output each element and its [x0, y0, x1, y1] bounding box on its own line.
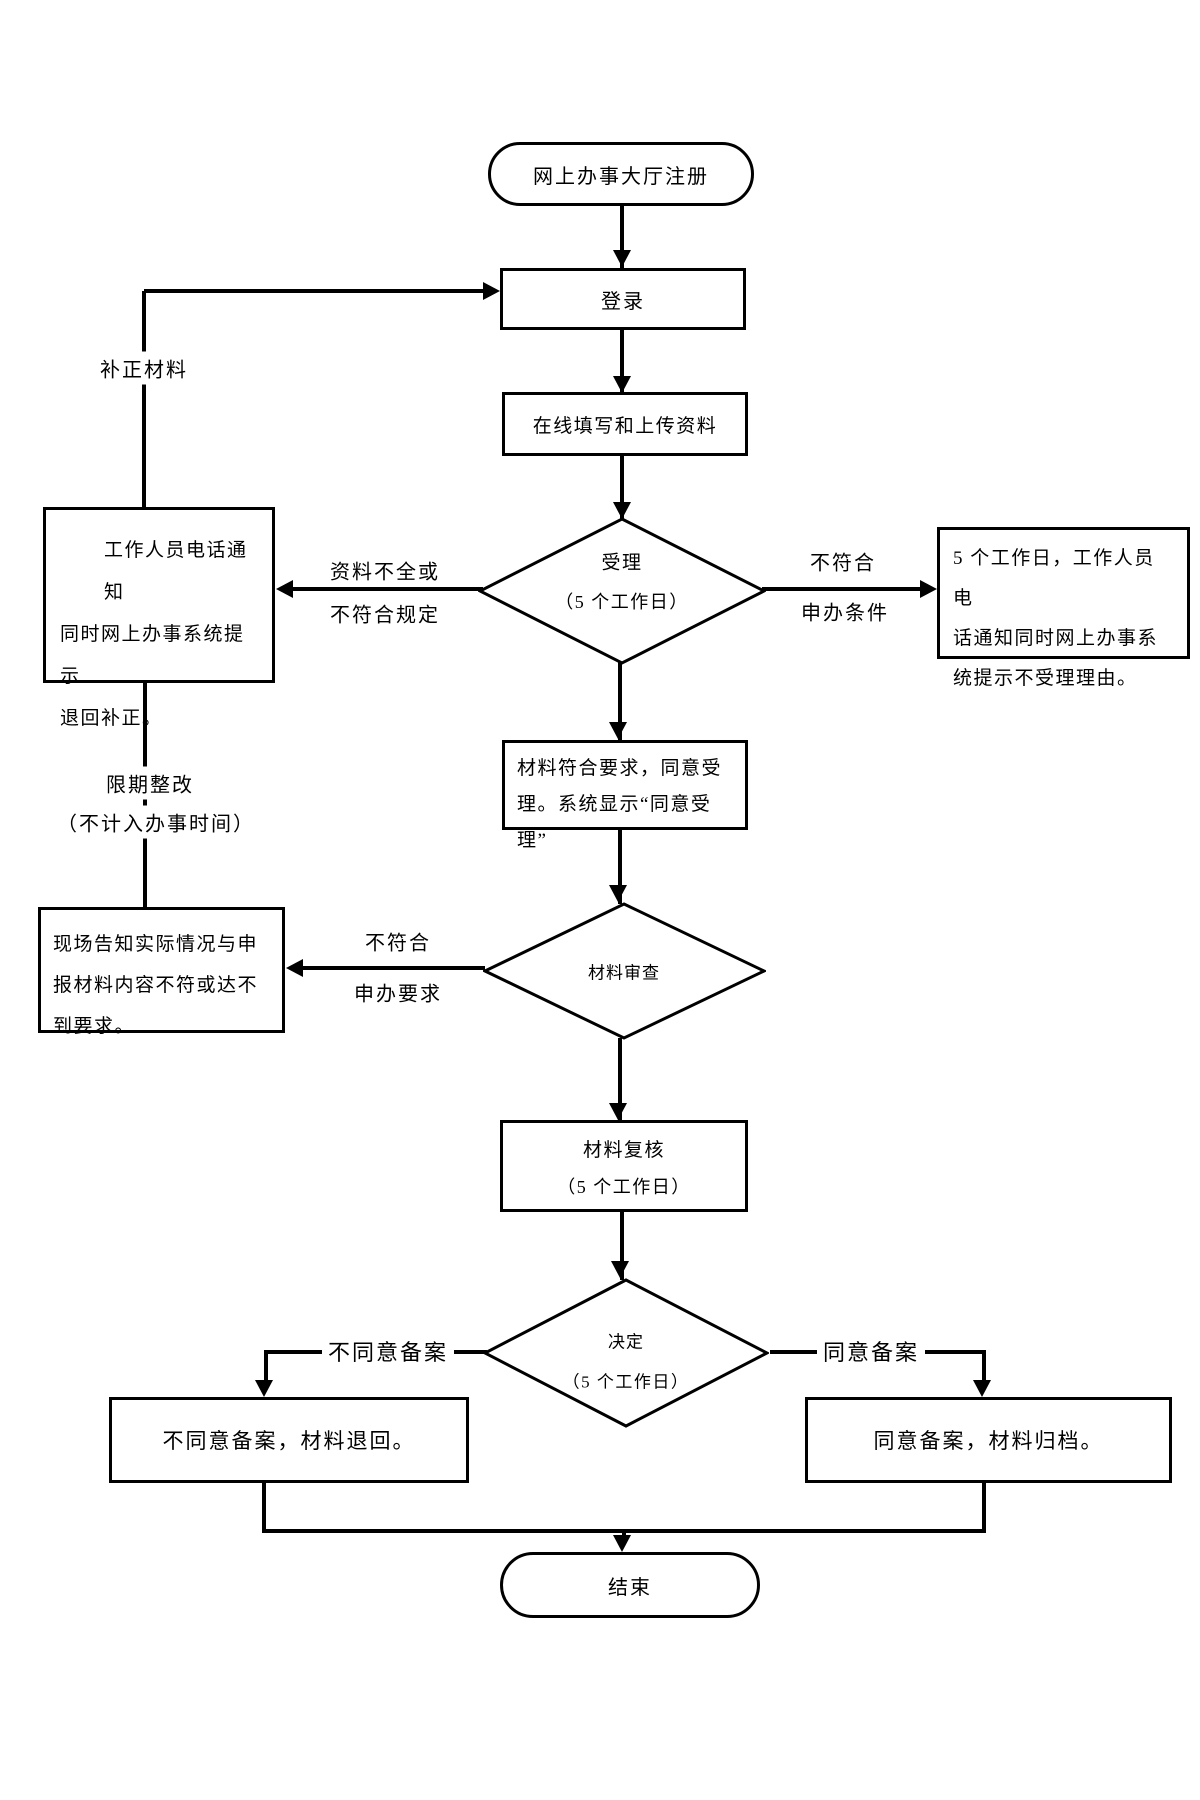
node-notify-return-line1: 工作人员电话通知 [104, 540, 248, 603]
node-onsite-inform-line2: 报材料内容不符或达不 [53, 975, 259, 996]
edge-start-to-login [620, 206, 624, 268]
node-decision-title: 决定 [608, 1332, 644, 1352]
node-recheck-duration: （5 个工作日） [557, 1177, 691, 1197]
edge-supplement-arrowhead [483, 282, 500, 300]
label-incomplete-line1: 资料不全或 [330, 561, 440, 584]
label-incomplete-line2: 不符合规定 [330, 604, 440, 627]
label-not-qualified-line1: 不符合 [810, 552, 876, 575]
edge-recheck-to-decision-arrowhead [611, 1261, 629, 1278]
edge-review-to-onsite-arrowhead [286, 959, 303, 977]
node-start-label: 网上办事大厅注册 [533, 165, 709, 188]
label-disagree-record: 不同意备案 [321, 1333, 455, 1369]
node-agree-accept-box: 材料符合要求，同意受 理。系统显示“同意受理” [502, 740, 748, 851]
label-not-meet-line2: 申办要求 [354, 983, 442, 1006]
node-reject-result-box: 不同意备案，材料退回。 [109, 1397, 469, 1483]
node-notify-reject-line1: 5 个工作日，工作人员电 [953, 548, 1155, 609]
node-onsite-inform-box: 现场告知实际情况与申 报材料内容不符或达不 到要求。 [38, 907, 285, 1037]
node-notify-reject-line2: 话通知同时网上办事系 [953, 628, 1159, 649]
node-decision-duration: （5 个工作日） [562, 1372, 690, 1392]
node-notify-return-box: 工作人员电话通知 同时网上办事系统提示 退回补正。 [43, 507, 275, 729]
edge-merge-to-end-arrowhead [613, 1535, 631, 1552]
node-notify-return-line2: 同时网上办事系统提示 [60, 624, 245, 687]
node-approve-result-label: 同意备案，材料归档。 [873, 1429, 1104, 1453]
edge-login-to-fill-arrowhead [613, 376, 631, 393]
edge-fill-to-accept-arrowhead [613, 502, 631, 519]
node-agree-accept-line1: 材料符合要求，同意受 [517, 758, 723, 779]
edge-agree-to-review-arrowhead [609, 885, 627, 902]
edge-agree-to-review [618, 828, 622, 904]
node-fill-upload-box: 在线填写和上传资料 [502, 392, 748, 456]
node-end-label: 结束 [608, 1576, 652, 1599]
edge-start-to-login-arrowhead [613, 250, 631, 267]
edge-accept-to-reject [762, 587, 924, 591]
node-approve-result-box: 同意备案，材料归档。 [805, 1397, 1172, 1483]
node-review-diamond [483, 902, 766, 1040]
node-onsite-inform-line3: 到要求。 [53, 1016, 136, 1037]
node-decision-diamond [483, 1278, 769, 1428]
node-reject-result-label: 不同意备案，材料退回。 [162, 1429, 416, 1453]
edge-approve-to-merge [982, 1481, 986, 1533]
edge-accept-to-agree-arrowhead [609, 722, 627, 739]
node-start-terminal: 网上办事大厅注册 [488, 142, 754, 206]
label-not-meet-line1: 不符合 [365, 932, 431, 955]
edge-decision-agree-vertical [982, 1350, 986, 1382]
label-agree-record: 同意备案 [816, 1333, 926, 1369]
label-not-qualified-line2: 申办条件 [801, 602, 889, 625]
edge-supplement-horizontal [144, 289, 490, 293]
edge-accept-to-reject-arrowhead [920, 580, 937, 598]
node-notify-return-line3: 退回补正。 [60, 708, 163, 729]
label-rectify-line1: 限期整改 [100, 766, 200, 800]
node-login-box: 登录 [500, 268, 746, 330]
edge-accept-to-agree [618, 661, 622, 741]
edge-accept-to-return [290, 587, 483, 591]
edge-recheck-to-decision [620, 1208, 624, 1280]
edge-review-to-recheck-arrowhead [609, 1103, 627, 1120]
node-recheck-title: 材料复核 [582, 1140, 665, 1161]
edge-decision-disagree-arrowhead [255, 1380, 273, 1397]
node-onsite-inform-line1: 现场告知实际情况与申 [53, 934, 259, 955]
node-accept-duration: （5 个工作日） [555, 592, 689, 612]
node-login-label: 登录 [601, 290, 645, 313]
label-supplement-material: 补正材料 [94, 351, 194, 385]
node-fill-upload-label: 在线填写和上传资料 [532, 415, 718, 437]
node-review-label: 材料审查 [588, 963, 660, 983]
edge-review-to-onsite [300, 966, 485, 970]
edge-supplement-vertical [142, 291, 146, 509]
node-notify-reject-line3: 统提示不受理理由。 [953, 668, 1138, 689]
edge-accept-to-return-arrowhead [276, 580, 293, 598]
node-agree-accept-line2: 理。系统显示“同意受理” [517, 794, 712, 851]
edge-review-to-recheck [618, 1038, 622, 1122]
node-accept-title: 受理 [601, 552, 643, 574]
edge-fill-to-accept [620, 454, 624, 520]
node-accept-diamond [478, 517, 766, 665]
edge-login-to-fill [620, 328, 624, 394]
edge-decision-disagree-vertical [264, 1350, 268, 1382]
label-rectify-line2: （不计入办事时间） [51, 805, 261, 839]
node-notify-reject-box: 5 个工作日，工作人员电 话通知同时网上办事系 统提示不受理理由。 [937, 527, 1190, 689]
edge-reject-to-merge [262, 1481, 266, 1533]
node-recheck-box: 材料复核 （5 个工作日） [500, 1120, 748, 1212]
edge-decision-agree-arrowhead [973, 1380, 991, 1397]
node-end-terminal: 结束 [500, 1552, 760, 1618]
